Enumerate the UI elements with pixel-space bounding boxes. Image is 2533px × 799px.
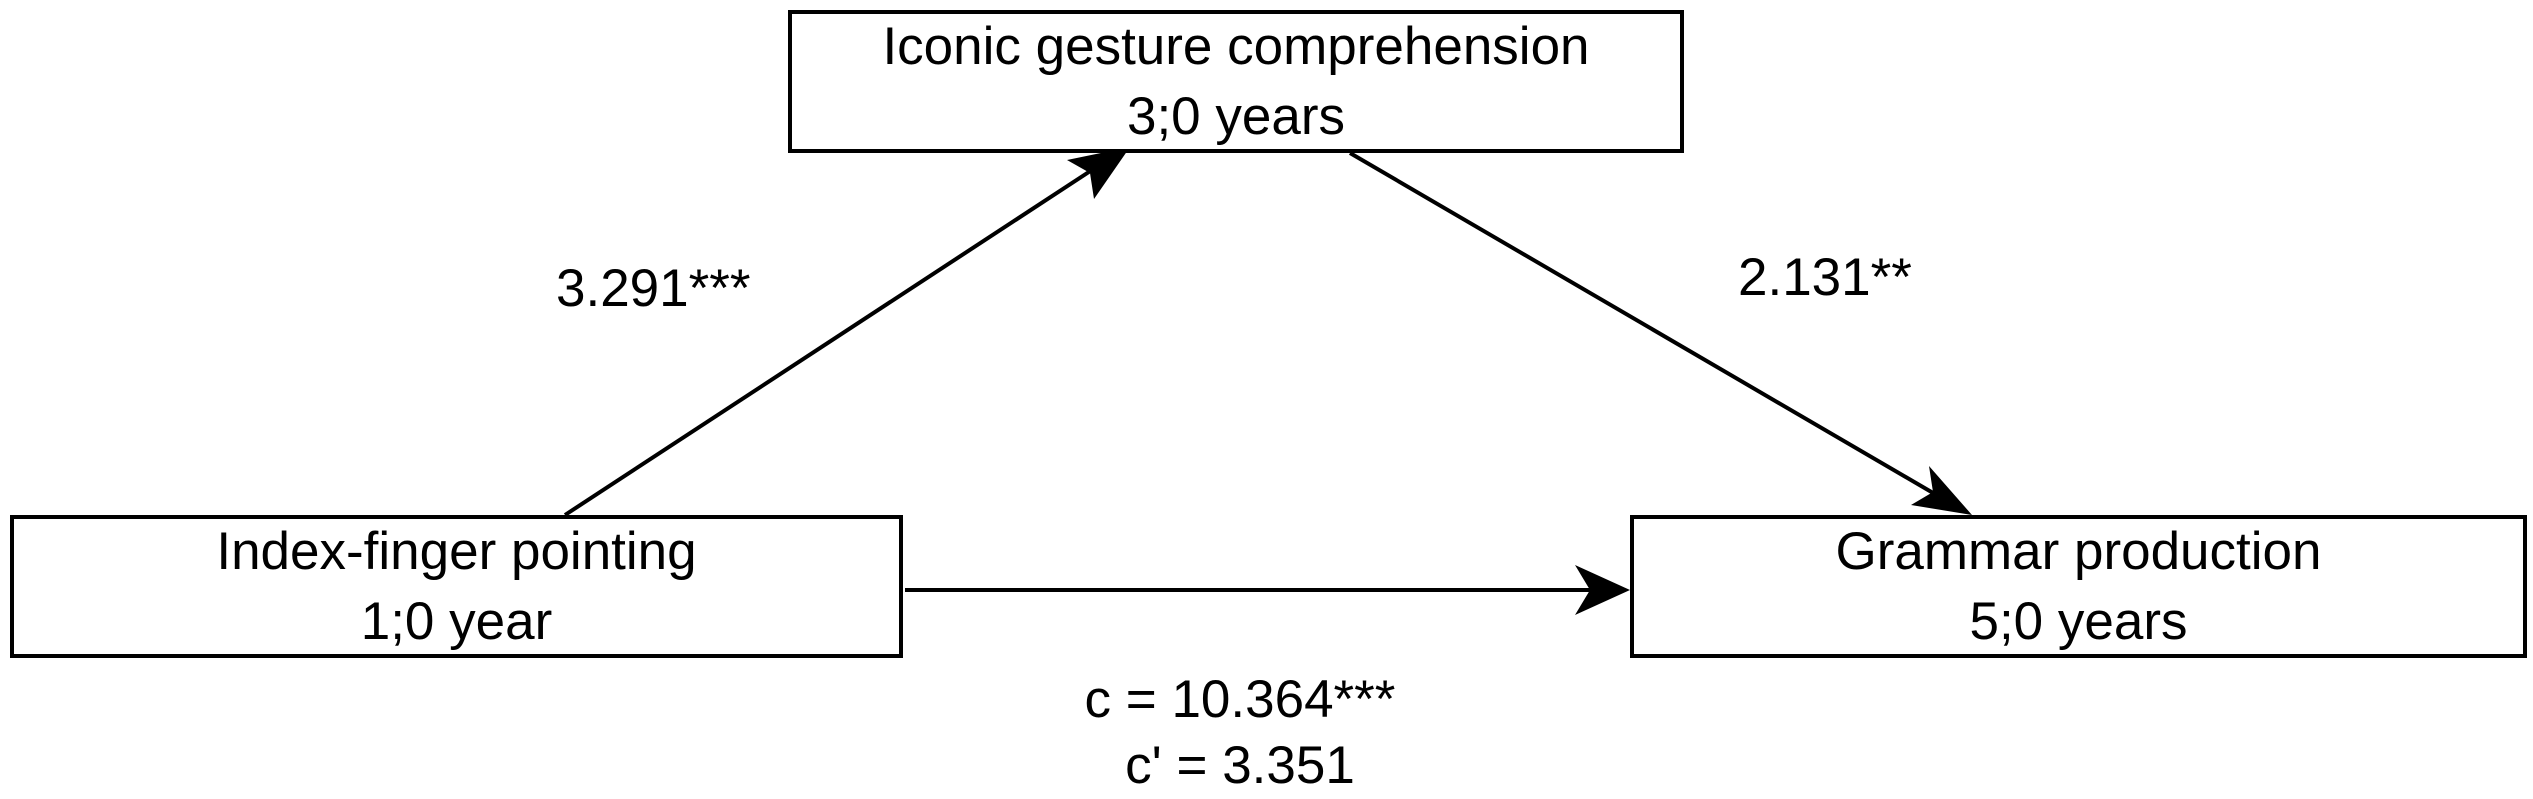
edge-a-arrow (563, 164, 1100, 517)
predictor-node-title: Index-finger pointing (216, 521, 697, 581)
edge-c-coefficients: c = 10.364*** c' = 3.351 (960, 667, 1520, 799)
outcome-node-grammar: Grammar production 5;0 years (1630, 515, 2527, 658)
predictor-node-age: 1;0 year (360, 591, 553, 651)
edge-c-arrowhead (1575, 565, 1630, 615)
edge-b-arrowhead (1911, 466, 1972, 515)
total-effect-label: c = 10.364*** (1084, 670, 1396, 729)
edge-a-coefficient: 3.291*** (556, 259, 751, 318)
predictor-node-index-finger: Index-finger pointing 1;0 year (10, 515, 903, 658)
outcome-node-title: Grammar production (1835, 521, 2322, 581)
mediator-node-iconic-gesture: Iconic gesture comprehension 3;0 years (788, 10, 1684, 153)
edge-a-arrowhead (1067, 147, 1130, 199)
outcome-node-age: 5;0 years (1969, 591, 2188, 651)
mediator-node-title: Iconic gesture comprehension (882, 16, 1590, 76)
mediator-node-age: 3;0 years (1126, 86, 1345, 146)
edge-b-coefficient: 2.131** (1738, 248, 1912, 307)
edge-b-arrow (1348, 151, 1942, 499)
direct-effect-label: c' = 3.351 (1125, 736, 1355, 795)
